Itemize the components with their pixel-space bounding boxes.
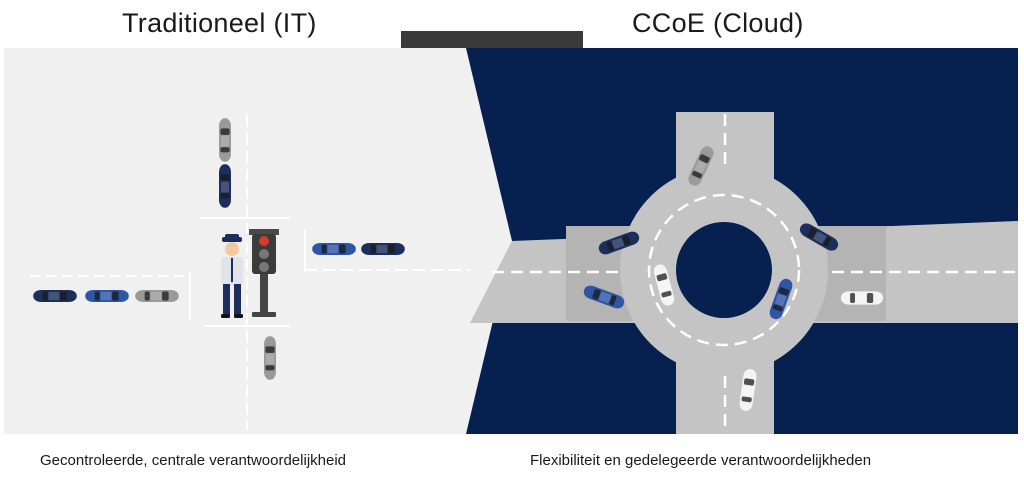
traffic-police-officer-icon xyxy=(221,234,243,318)
right-panel-title: CCoE (Cloud) xyxy=(632,8,804,38)
left-panel-caption: Gecontroleerde, centrale verantwoordelij… xyxy=(40,452,347,469)
car-icon xyxy=(361,243,405,255)
car-icon xyxy=(85,290,129,302)
car-icon xyxy=(33,290,77,302)
car-icon xyxy=(219,118,231,162)
car-icon xyxy=(264,336,276,380)
right-panel-caption: Flexibiliteit en gedelegeerde verantwoor… xyxy=(530,452,872,469)
ccoe-roundabout xyxy=(470,112,1018,434)
car-icon xyxy=(841,291,883,305)
left-panel-title: Traditioneel (IT) xyxy=(122,8,317,38)
car-icon xyxy=(135,290,179,302)
traffic-light-icon xyxy=(249,229,279,317)
car-icon xyxy=(312,243,356,255)
traditional-intersection xyxy=(30,115,470,430)
divider-bar xyxy=(401,31,583,48)
car-icon xyxy=(219,164,231,208)
